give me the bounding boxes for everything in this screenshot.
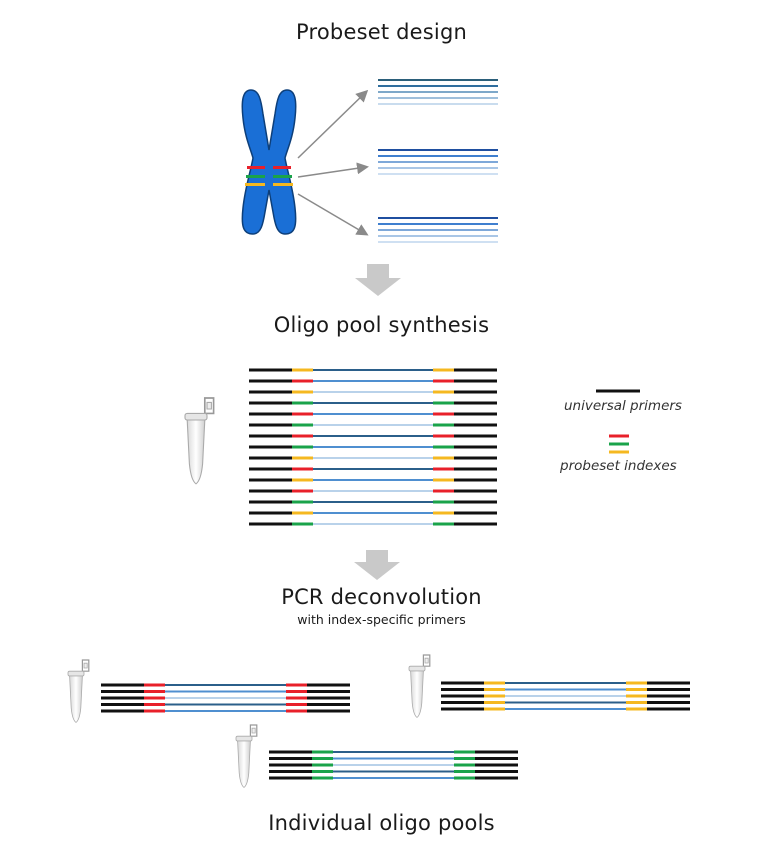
- arrow-to-probeset-1: [297, 89, 369, 159]
- legend-probeset-indexes: probeset indexes: [560, 458, 677, 474]
- tube-icon: [184, 397, 215, 485]
- arrow-to-probeset-2: [297, 162, 369, 178]
- tube-icon: [408, 654, 431, 718]
- chromosome-band-red: [247, 166, 265, 169]
- subtitle-pcr: with index-specific primers: [297, 612, 466, 627]
- legend-universal-primers: universal primers: [564, 398, 682, 414]
- chromosome-band-yellow: [245, 183, 265, 186]
- oligo-pool-yellow: [441, 681, 690, 711]
- oligo-pool-green: [269, 750, 518, 780]
- probeset-arrows: [297, 89, 369, 236]
- individual-pools: [101, 681, 690, 780]
- title-probeset-design: Probeset design: [296, 20, 467, 44]
- title-pcr-deconvolution: PCR deconvolution: [281, 585, 482, 609]
- tube-icon: [235, 724, 258, 788]
- oligo-pool: [249, 368, 497, 526]
- title-oligo-pool-synthesis: Oligo pool synthesis: [273, 313, 490, 337]
- arrow-to-probeset-3: [297, 193, 369, 236]
- tubes: [67, 397, 431, 788]
- title-individual-pools: Individual oligo pools: [268, 811, 495, 835]
- probesets: [378, 79, 498, 243]
- chromosome-band-green: [246, 175, 265, 178]
- tube-icon: [67, 659, 90, 723]
- chromosome-icon: [241, 89, 297, 235]
- down-arrow-2: [354, 550, 400, 580]
- oligo-pool-red: [101, 683, 350, 713]
- down-arrow-1: [355, 264, 401, 296]
